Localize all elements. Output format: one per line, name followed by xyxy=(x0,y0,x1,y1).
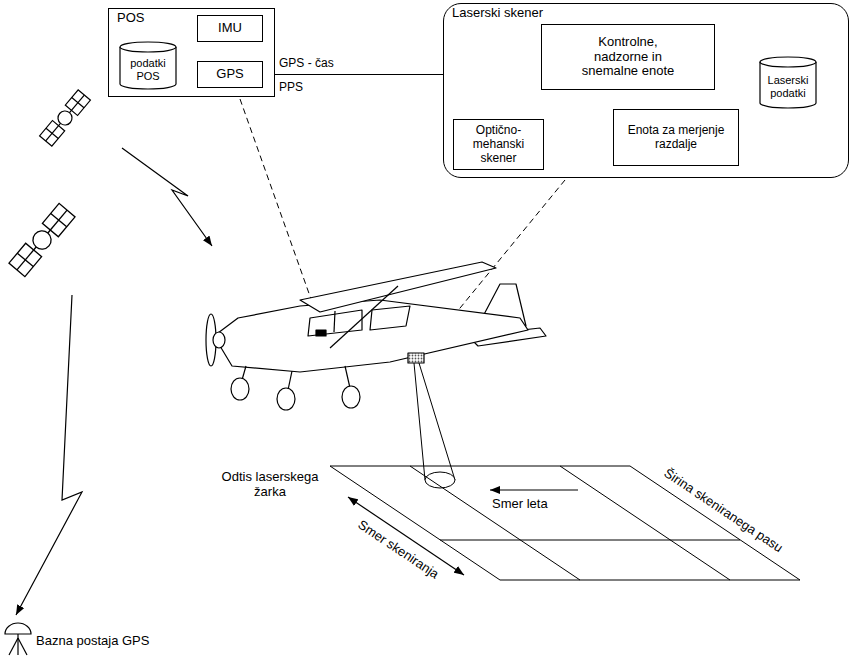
signal-label: GPS - čas PPS xyxy=(279,51,345,99)
airplane xyxy=(342,386,360,408)
airplane xyxy=(231,378,249,400)
satellite xyxy=(17,250,34,270)
direction-arrow xyxy=(490,489,578,490)
box-label: Kontrolne, nadzorne in snemalne enote xyxy=(572,35,684,80)
airplane xyxy=(206,262,546,410)
scan-swath xyxy=(560,466,730,580)
gps-base-station xyxy=(5,623,31,655)
gps-base-station xyxy=(17,634,18,655)
box-label: podatki POS xyxy=(122,57,174,82)
airplane xyxy=(300,262,496,312)
airplane xyxy=(308,310,362,336)
airplane xyxy=(334,311,335,332)
box-label: IMU xyxy=(218,21,242,36)
process-box: Enota za merjenje razdalje xyxy=(613,109,739,166)
direction-label: Smer skeniranja xyxy=(353,517,443,584)
cylinder-top xyxy=(120,42,176,52)
satellite xyxy=(71,95,84,110)
station-label: Bazna postaja GPS xyxy=(36,634,149,649)
signal-zigzag xyxy=(16,295,82,615)
process-box: Kontrolne, nadzorne in snemalne enote xyxy=(541,24,715,90)
box-title: POS xyxy=(117,11,266,26)
airplane xyxy=(288,371,292,390)
satellite xyxy=(40,90,91,146)
gps-base-station xyxy=(9,638,18,655)
airplane xyxy=(316,330,326,336)
gps-base-station xyxy=(5,623,31,634)
scan-swath xyxy=(440,540,740,541)
box-title: Laserski skener xyxy=(452,6,840,21)
process-box: IMU xyxy=(197,15,263,42)
satellite xyxy=(50,210,67,230)
system-box: POSIMU podatki POS GPS xyxy=(108,8,275,97)
data-store: podatki POS xyxy=(119,41,177,91)
airplane xyxy=(408,353,424,363)
laser-beam xyxy=(414,363,425,480)
laser-beam xyxy=(414,363,455,488)
system-box: Laserski skenerKontrolne, nadzorne in sn… xyxy=(443,3,849,178)
box-label: Enota za merjenje razdalje xyxy=(620,124,732,152)
satellite xyxy=(9,243,42,276)
gps-base-station xyxy=(18,638,27,655)
leader-dashed xyxy=(240,99,322,330)
airplane xyxy=(330,286,398,348)
laser-beam xyxy=(419,363,455,480)
satellite xyxy=(42,203,75,236)
direction-label: Smer leta xyxy=(492,497,548,512)
cylinder-top xyxy=(760,57,816,67)
dimension-label: Širina skeniranega pasu xyxy=(659,465,787,557)
data-store: Laserski podatki xyxy=(759,56,817,110)
cylinder-body xyxy=(120,47,176,89)
box-label: Optično-mehanski skener xyxy=(460,124,537,165)
satellite xyxy=(9,203,75,276)
scan-swath xyxy=(410,466,580,580)
footprint-label: Odtis laserskega žarka xyxy=(205,470,335,500)
satellite xyxy=(55,108,75,128)
satellite xyxy=(46,126,59,141)
airplane xyxy=(370,306,410,330)
signal-zigzag xyxy=(122,148,212,246)
cylinder-body xyxy=(760,62,816,108)
process-box: GPS xyxy=(197,61,263,88)
airplane xyxy=(213,332,225,348)
process-box: Optično-mehanski skener xyxy=(453,119,544,170)
signal-zigzag xyxy=(16,148,212,615)
satellite xyxy=(29,227,55,253)
airplane xyxy=(345,366,350,388)
airplane xyxy=(277,388,295,410)
box-label: Laserski podatki xyxy=(762,74,814,99)
box-label: GPS xyxy=(216,67,243,82)
